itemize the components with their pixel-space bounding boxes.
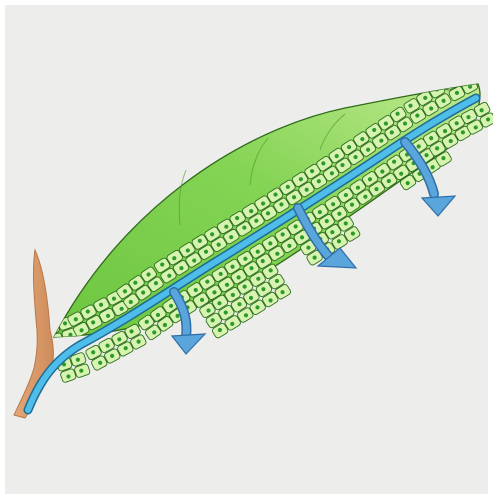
cell-nucleus	[461, 72, 467, 78]
plant-cell	[455, 68, 473, 84]
cell-nucleus	[448, 80, 454, 86]
